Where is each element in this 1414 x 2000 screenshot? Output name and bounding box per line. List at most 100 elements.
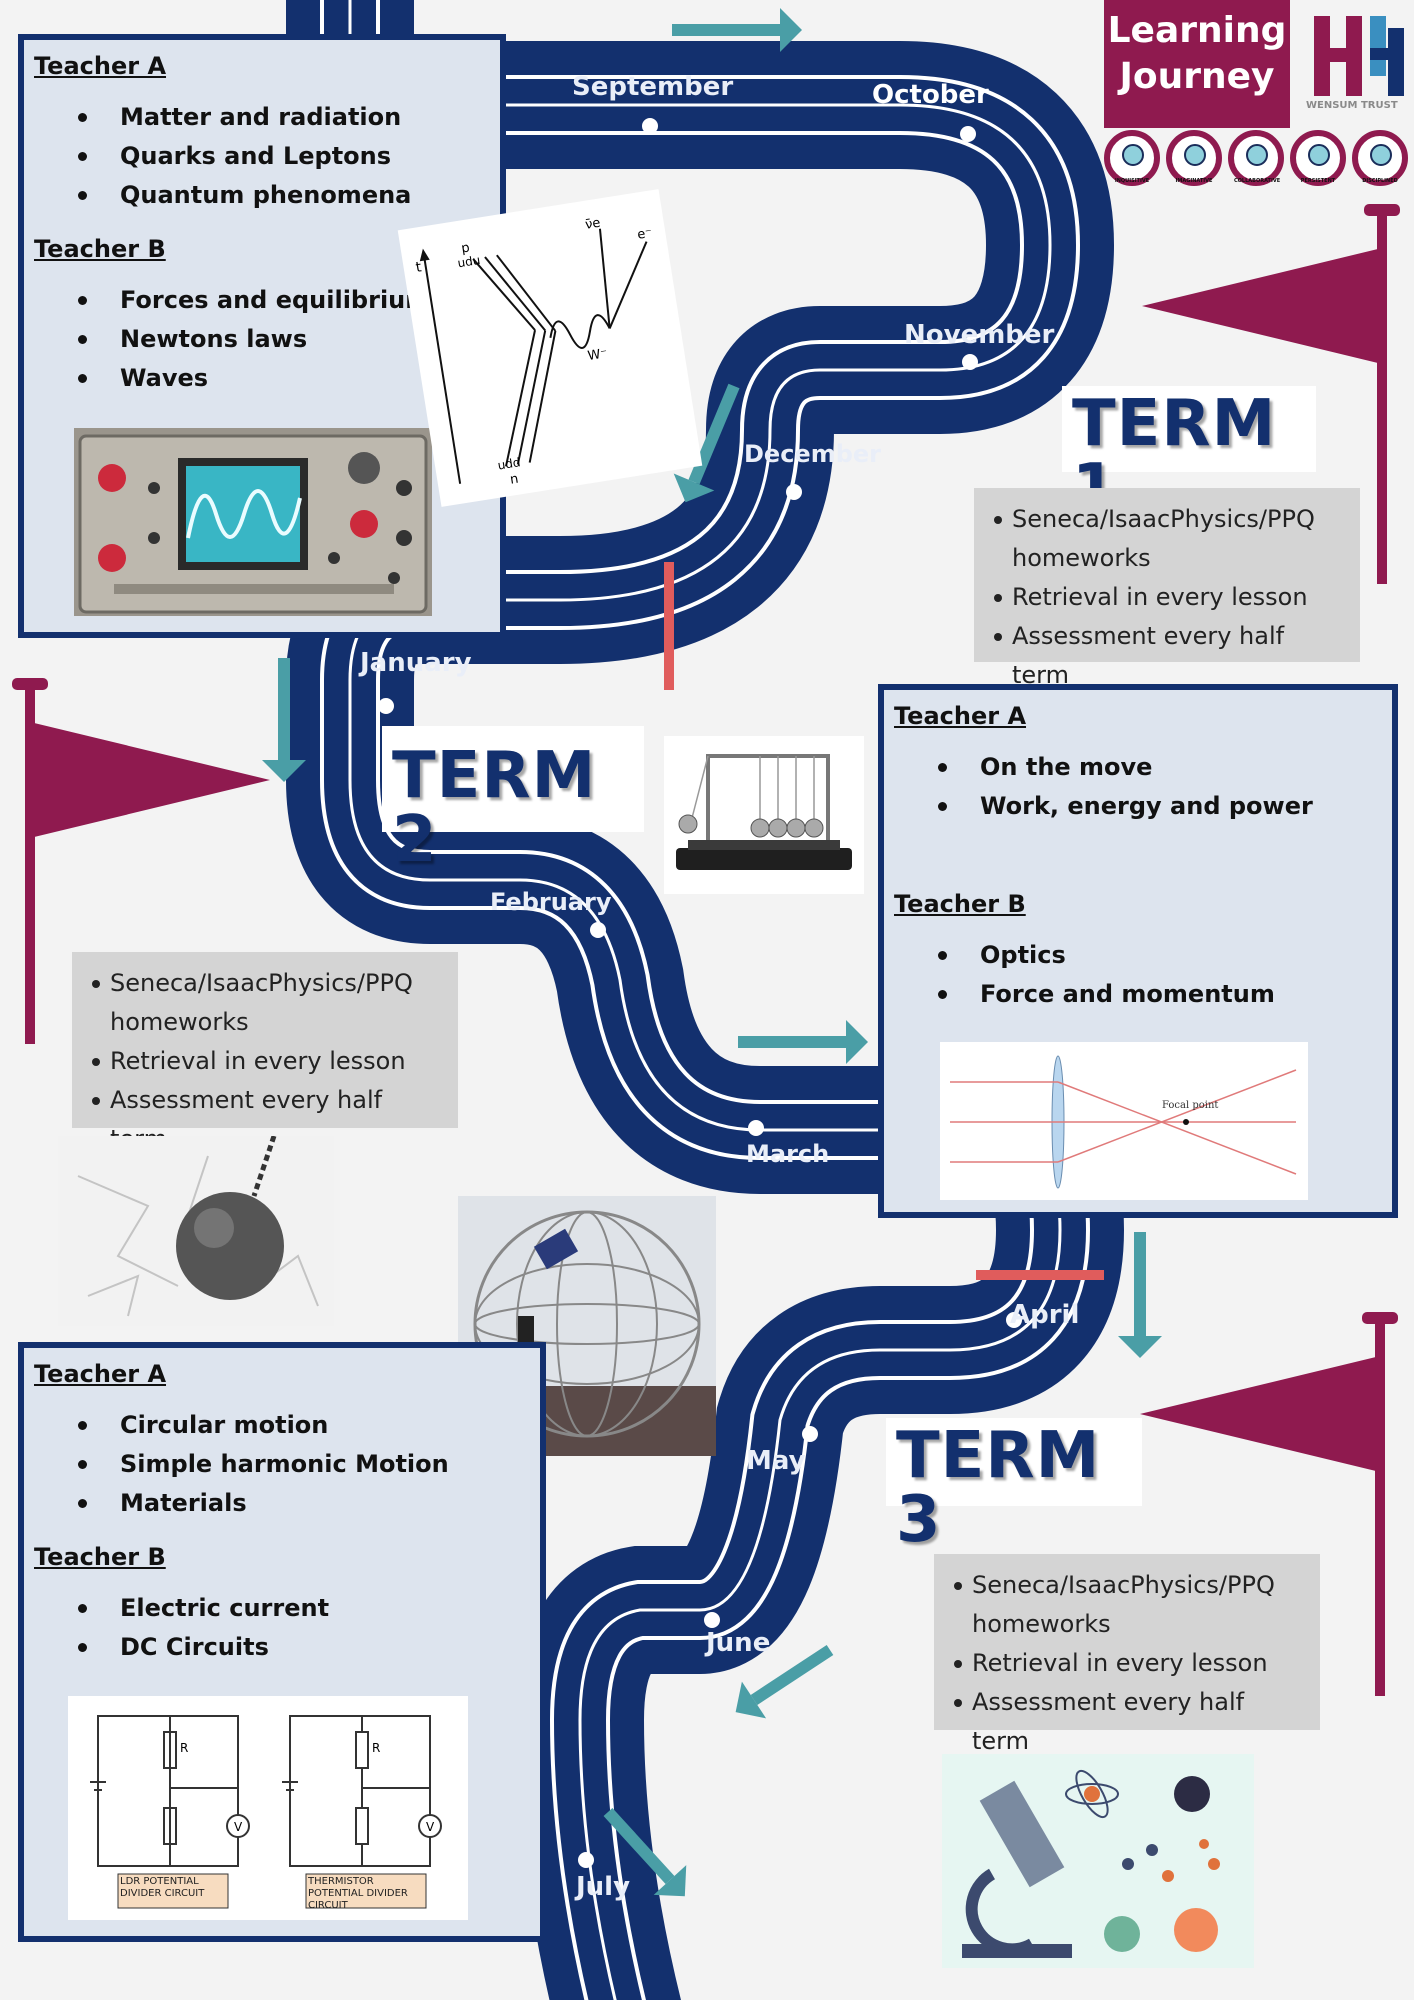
flag-cap (1364, 204, 1400, 216)
teacher-a-topics: Circular motion Simple harmonic Motion M… (34, 1406, 540, 1523)
term1-info-box: Seneca/IsaacPhysics/PPQ homeworks Retrie… (974, 488, 1360, 689)
topic-item: Optics (894, 936, 1392, 975)
feynman-label-p: p (460, 240, 471, 256)
teacher-b-heading: Teacher B (34, 235, 166, 263)
term-2-label: TERM 2 (382, 726, 644, 872)
month-october: October (872, 80, 989, 110)
logo-text-line2: Journey (1119, 56, 1275, 97)
arrow-head-icon (780, 8, 802, 52)
value-badge-inquisitive: INQUISITIVE (1104, 130, 1160, 186)
topic-item: Waves (34, 359, 500, 398)
info-line: Retrieval in every lesson (954, 1644, 1306, 1683)
flag-pole (1375, 1322, 1385, 1696)
road-centre-line (348, 0, 1062, 2000)
info-line: Seneca/IsaacPhysics/PPQ (994, 500, 1346, 539)
info-line: Retrieval in every lesson (994, 578, 1346, 617)
month-marker (748, 1120, 764, 1136)
info-line: Assessment every half term (954, 1683, 1306, 1761)
value-label: INQUISITIVE (1114, 178, 1150, 184)
arrow-head-icon (846, 1020, 868, 1064)
oscilloscope-image (74, 428, 432, 616)
voltmeter-label-left: V (234, 1820, 243, 1834)
teacher-b-heading: Teacher B (894, 890, 1026, 918)
value-badge-collaborative: COLLABORATIVE (1228, 130, 1284, 186)
flag-pennant (1140, 1356, 1380, 1472)
value-label: DISCIPLINED (1362, 178, 1398, 184)
science-illustration-image (942, 1754, 1254, 1968)
learning-journey-logo: Learning Journey (1104, 0, 1290, 128)
value-badge-disciplined: DISCIPLINED (1352, 130, 1408, 186)
month-november: November (904, 320, 1055, 350)
topic-item: Simple harmonic Motion (34, 1445, 540, 1484)
info-line: homeworks (110, 1008, 249, 1036)
topic-item: Forces and equilibrium (34, 281, 500, 320)
topic-item: Matter and radiation (34, 98, 500, 137)
feynman-label-udd: udd (497, 455, 522, 472)
direction-arrow (603, 1807, 675, 1885)
teacher-b-heading: Teacher B (34, 1543, 166, 1571)
month-april: April (1010, 1300, 1080, 1330)
teacher-b-topics: Optics Force and momentum (894, 936, 1392, 1014)
month-marker (786, 484, 802, 500)
teacher-a-topics: Matter and radiation Quarks and Leptons … (34, 98, 500, 215)
term2-info-box: Seneca/IsaacPhysics/PPQ homeworks Retrie… (72, 952, 458, 1153)
thermistor-circuit-label: THERMISTOR POTENTIAL DIVIDER CIRCUIT (308, 1876, 408, 1908)
bulb-icon (1184, 144, 1206, 166)
arrow-head-icon (1118, 1336, 1162, 1358)
month-marker (378, 698, 394, 714)
term-divider (664, 562, 674, 690)
arrow-head-icon (653, 1865, 687, 1897)
resistor-label-left: R (180, 1741, 188, 1755)
resistor-label-right: R (372, 1741, 380, 1755)
month-marker (960, 126, 976, 142)
info-line: Assessment every half term (994, 617, 1346, 695)
month-marker (802, 1426, 818, 1442)
value-label: PERSISTENT (1300, 178, 1336, 184)
month-marker (704, 1612, 720, 1628)
head-icon (1370, 144, 1392, 166)
trust-name: WENSUM TRUST (1306, 100, 1398, 111)
month-marker (642, 118, 658, 134)
term-3-label: TERM 3 (886, 1418, 1142, 1552)
topic-item: Quantum phenomena (34, 176, 500, 215)
feynman-label-w: W⁻ (587, 346, 609, 364)
arrow-head-icon (262, 760, 306, 782)
info-line: Seneca/IsaacPhysics/PPQ (92, 964, 444, 1003)
teacher-b-topics: Electric current DC Circuits (34, 1589, 540, 1667)
focal-point-label: Focal point (1162, 1100, 1218, 1111)
wrecking-ball-image (58, 1136, 334, 1326)
teacher-a-heading: Teacher A (34, 52, 167, 80)
voltmeter-label-right: V (426, 1820, 435, 1834)
topic-item: On the move (894, 748, 1392, 787)
month-february: February (490, 888, 612, 916)
potential-divider-circuits-image: V R V R LDR POTENTIAL DIVIDER CIRCUIT TH… (68, 1696, 468, 1920)
teacher-a-heading: Teacher A (34, 1360, 167, 1388)
feynman-label-n: n (509, 472, 519, 488)
topic-item: Electric current (34, 1589, 540, 1628)
clipboard-icon (1308, 144, 1330, 166)
value-badge-persistent: PERSISTENT (1290, 130, 1346, 186)
flag-pole (1377, 214, 1387, 584)
feynman-label-e: e⁻ (636, 226, 653, 243)
topic-item: DC Circuits (34, 1628, 540, 1667)
teacher-b-topics: Forces and equilibrium Newtons laws Wave… (34, 281, 500, 398)
info-line: homeworks (972, 1610, 1111, 1638)
direction-arrow (688, 383, 740, 485)
flag-pennant (30, 722, 270, 838)
term-1-label: TERM 1 (1062, 386, 1316, 520)
teacher-a-heading: Teacher A (894, 702, 1027, 730)
trust-logo (1314, 16, 1404, 96)
topic-item: Force and momentum (894, 975, 1392, 1014)
flag-pennant (1142, 248, 1382, 364)
info-line: Retrieval in every lesson (92, 1042, 444, 1081)
lens-diagram-image: Focal point (940, 1042, 1308, 1200)
month-marker (962, 354, 978, 370)
ldr-circuit-label: LDR POTENTIAL DIVIDER CIRCUIT (120, 1876, 205, 1899)
magnifier-icon (1122, 144, 1144, 166)
month-may: May (746, 1446, 806, 1476)
info-line: homeworks (1012, 544, 1151, 572)
topic-item: Work, energy and power (894, 787, 1392, 826)
flag-cap (1362, 1312, 1398, 1324)
month-december: December (744, 440, 882, 468)
